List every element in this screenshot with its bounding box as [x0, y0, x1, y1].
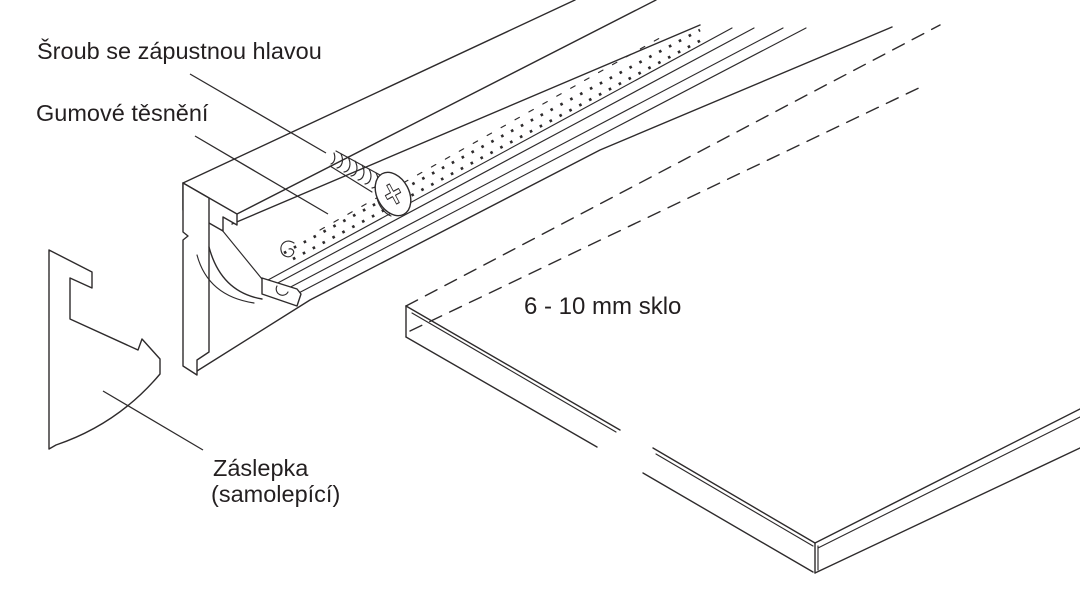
rail-channel-edge-1 — [267, 27, 733, 281]
glass-panel — [405, 24, 1080, 574]
screw-thread — [330, 152, 379, 189]
glass-hidden-bottom-edge — [409, 84, 926, 332]
label-seal: Gumové těsnění — [36, 100, 209, 126]
glass-front-top-edge-a — [405, 305, 621, 431]
labels: Šroub se zápustnou hlavou Gumové těsnění… — [36, 37, 681, 507]
screw-leader-line — [189, 73, 327, 154]
glass-right-bottom-edge — [814, 447, 1080, 574]
seal-curled-end — [280, 240, 295, 258]
label-endcap-line1: Záslepka — [213, 455, 309, 481]
rail-bracket-outer-curve — [208, 246, 263, 300]
seal-stitch-row-2 — [292, 35, 708, 261]
rail-bottom-front-edge — [196, 26, 893, 372]
rail-bracket-inner-curve — [196, 254, 255, 304]
rubber-seal — [280, 28, 708, 261]
seal-leader-line — [194, 135, 329, 215]
glass-front-bottom-edge-b — [642, 472, 814, 573]
rail-top-back-edge — [182, 0, 576, 184]
label-endcap-line2: (samolepící) — [211, 481, 340, 507]
glass-right-top-edge2 — [817, 416, 1080, 549]
glass-front-bottom-edge-a — [405, 336, 598, 448]
rail-channel-edge-2 — [273, 27, 755, 286]
label-endcap: Záslepka (samolepící) — [211, 455, 340, 507]
phillips-cross-icon — [384, 183, 402, 205]
rail-channel-edge-4 — [290, 27, 807, 298]
glass-right-top-edge — [814, 408, 1080, 544]
screw-shaft-bottom — [329, 165, 373, 193]
glass-front-top-edge-b2 — [655, 453, 814, 547]
rail-centerline-dashed — [319, 34, 666, 231]
seal-stitch-row-1 — [283, 28, 701, 255]
rail-web-end-face — [182, 182, 210, 376]
glass-hidden-top-edge — [405, 24, 941, 307]
screw-shaft-top — [335, 150, 381, 176]
countersunk-screw — [329, 150, 412, 217]
rail-top-front-edge — [236, 0, 657, 215]
leader-lines — [102, 73, 329, 451]
rail-flange-lip-edge — [231, 24, 701, 225]
label-screw: Šroub se zápustnou hlavou — [37, 37, 322, 64]
end-cap — [48, 249, 161, 450]
rail-seal-groove — [275, 285, 289, 296]
rail-channel-edge-3 — [282, 27, 784, 292]
rail-channel-end-face — [261, 277, 302, 307]
label-glass: 6 - 10 mm sklo — [524, 293, 681, 320]
aluminum-rail — [182, 0, 893, 376]
endcap-leader-line — [102, 390, 204, 451]
end-cap-profile — [48, 249, 161, 450]
glass-front-top-edge-b — [652, 447, 816, 544]
screw-head-cone-rim — [376, 197, 392, 217]
screw-head — [374, 171, 412, 217]
glass-front-top-edge-a2 — [411, 312, 617, 433]
rail-pocket-edge — [221, 229, 263, 280]
